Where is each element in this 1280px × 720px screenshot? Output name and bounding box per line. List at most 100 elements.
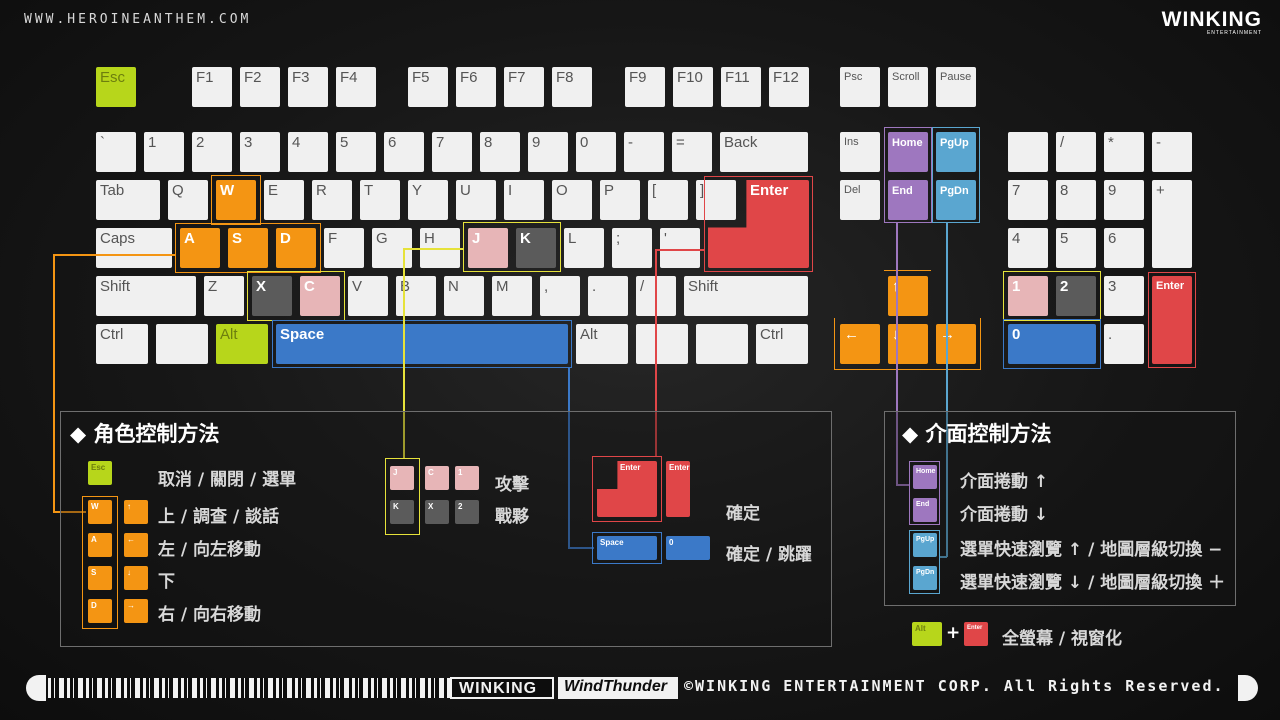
connector-jk-h [403,248,463,250]
connector-space-v [568,368,570,548]
legend-right-key: → [124,599,148,623]
legend-confirm-desc: 確定 [726,504,760,524]
key-x: X [252,276,292,316]
key-rbracket: ] [696,180,736,220]
legend-pgup-key: PgUp [913,533,937,557]
character-control-panel [60,411,832,647]
key-period: . [588,276,628,316]
key-num-plus: + [1152,180,1192,268]
key-f: F [324,228,364,268]
key-back: Back [720,132,808,172]
legend-num-enter-key: Enter [666,461,690,517]
key-comma: , [540,276,580,316]
key-num-dot: . [1104,324,1144,364]
key-u: U [456,180,496,220]
key-p: P [600,180,640,220]
key-num-2: 2 [1056,276,1096,316]
footer-barcode [48,678,468,698]
legend-battle-desc: 戰夥 [495,507,529,527]
connector-home-v [896,223,898,485]
key-lctrl: Ctrl [96,324,148,364]
site-url[interactable]: WWW.HEROINEANTHEM.COM [24,12,252,27]
key-f5: F5 [408,67,448,107]
winking-logo: WINKING ENTERTAINMENT [1161,8,1262,36]
key-s: S [228,228,268,268]
key-quote: ' [660,228,700,268]
key-b: B [396,276,436,316]
key-r: R [312,180,352,220]
key-menu [696,324,748,364]
key-y: Y [408,180,448,220]
legend-space-key: Space [597,536,657,560]
key-num-8: 8 [1056,180,1096,220]
key-8: 8 [480,132,520,172]
legend-left-key: ← [124,533,148,557]
key-5: 5 [336,132,376,172]
legend-x-key: X [425,500,449,524]
key-ralt: Alt [576,324,628,364]
key-q: Q [168,180,208,220]
logo-subtext: ENTERTAINMENT [1206,30,1262,36]
key-6: 6 [384,132,424,172]
logo-text: WINKING [1161,8,1262,31]
key-n: N [444,276,484,316]
footer-windthunder-logo: WindThunder [558,677,678,699]
key-equals: = [672,132,712,172]
key-semicolon: ; [612,228,652,268]
key-lalt: Alt [216,324,268,364]
key-f9: F9 [625,67,665,107]
key-f3: F3 [288,67,328,107]
footer-winking-logo: WINKING [450,677,554,699]
key-0: 0 [576,132,616,172]
key-home: Home [888,132,928,172]
footer-bar: WINKING WindThunder ©WINKING ENTERTAINME… [26,673,1258,703]
key-f7: F7 [504,67,544,107]
key-arrow-left: ← [840,324,880,364]
key-num-6: 6 [1104,228,1144,268]
key-rctrl: Ctrl [756,324,808,364]
interface-control-title: ◆ 介面控制方法 [902,422,1052,446]
key-num-1: 1 [1008,276,1048,316]
key-t: T [360,180,400,220]
key-f2: F2 [240,67,280,107]
legend-a-key: A [88,533,112,557]
key-3: 3 [240,132,280,172]
key-scroll: Scroll [888,67,928,107]
legend-up-key: ↑ [124,500,148,524]
key-2: 2 [192,132,232,172]
key-d: D [276,228,316,268]
key-o: O [552,180,592,220]
legend-esc-key: Esc [88,461,112,485]
key-f11: F11 [721,67,761,107]
key-minus: - [624,132,664,172]
key-esc: Esc [96,67,136,107]
key-pgup: PgUp [936,132,976,172]
legend-left-desc: 左 / 向左移動 [158,540,262,560]
key-del: Del [840,180,880,220]
legend-up-desc: 上 / 調查 / 談話 [158,507,280,527]
key-7: 7 [432,132,472,172]
key-f6: F6 [456,67,496,107]
key-j: J [468,228,508,268]
connector-enter-v [655,249,657,457]
key-tab: Tab [96,180,160,220]
key-numlock [1008,132,1048,172]
legend-down-key: ↓ [124,566,148,590]
legend-end-key: End [913,498,937,522]
legend-k-key: K [390,500,414,524]
key-f12: F12 [769,67,809,107]
key-a: A [180,228,220,268]
legend-attack-desc: 攻擊 [495,475,529,495]
key-fn [636,324,688,364]
key-arrow-up: ↑ [888,276,928,316]
key-num-minus: - [1152,132,1192,172]
legend-num2-key: 2 [455,500,479,524]
connector-jk-v [403,248,405,458]
legend-confirm-jump-desc: 確定 / 跳躍 [726,545,813,565]
key-k: K [516,228,556,268]
legend-right-desc: 右 / 向右移動 [158,605,262,625]
key-f10: F10 [673,67,713,107]
legend-scroll-down-desc: 介面捲動 ↓ [960,505,1049,525]
footer-right-cap [1238,675,1258,701]
key-num-slash: / [1056,132,1096,172]
